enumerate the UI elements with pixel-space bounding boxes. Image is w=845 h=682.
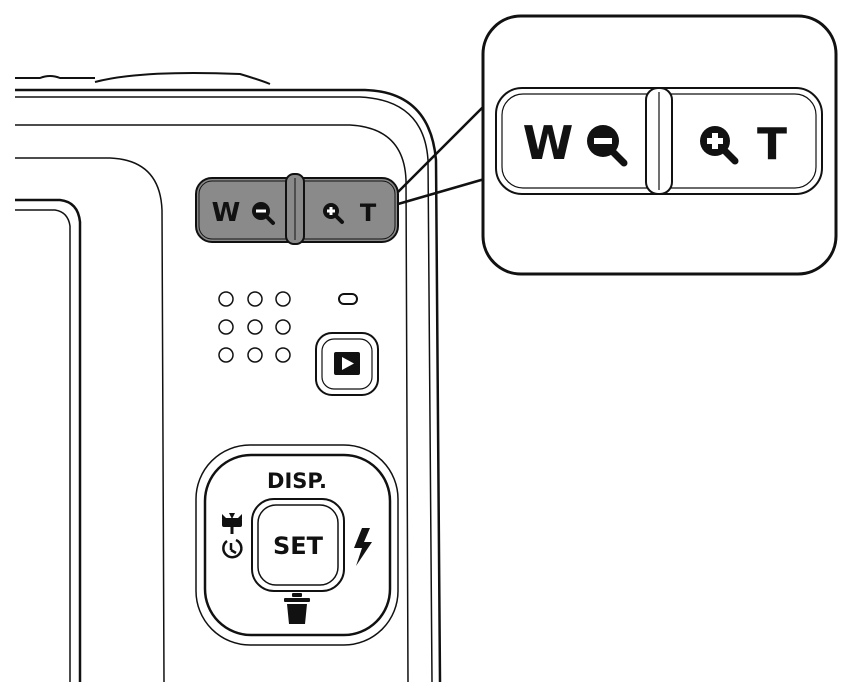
macro-icon [222, 513, 242, 534]
zoom-in-icon [700, 126, 739, 165]
playback-button[interactable] [315, 332, 379, 396]
flash-button[interactable] [354, 528, 372, 566]
play-icon [334, 352, 360, 375]
delete-button[interactable] [284, 593, 310, 624]
disp-button[interactable]: DISP. [267, 469, 327, 493]
callout-wide-label: W [523, 116, 574, 170]
self-timer-icon [222, 538, 243, 559]
zoom-wide-label: W [212, 198, 241, 228]
flash-icon [354, 528, 372, 566]
navigation-pad: DISP. SET [195, 444, 399, 646]
macro-selftimer-button[interactable] [222, 513, 243, 559]
zoom-in-icon [323, 203, 344, 224]
disp-label: DISP. [267, 469, 327, 493]
zoom-out-icon [587, 125, 628, 167]
status-led [338, 293, 358, 305]
speaker-grille [218, 291, 291, 363]
callout-pointer [397, 101, 489, 206]
zoom-tele-label: T [360, 199, 377, 227]
callout-tele-label: T [757, 119, 787, 170]
zoom-out-icon [252, 202, 275, 225]
camera-body [15, 72, 442, 682]
set-button[interactable]: SET [251, 498, 345, 592]
zoom-lever[interactable]: W T [195, 173, 399, 245]
zoom-callout: W T [481, 14, 838, 276]
set-label: SET [273, 532, 324, 560]
trash-icon [284, 593, 310, 624]
